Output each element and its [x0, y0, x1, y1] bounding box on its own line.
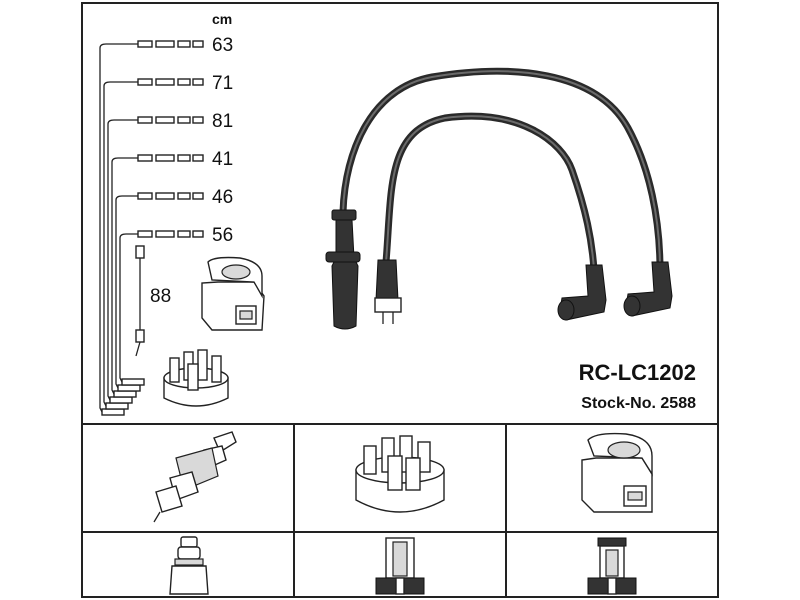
unit-label: cm — [212, 11, 232, 27]
lead-end-terminal — [121, 378, 145, 386]
lead-end-terminal — [109, 396, 133, 404]
lead-connector — [177, 230, 191, 238]
straight-plug-boot — [325, 209, 361, 330]
cable-set-illustration — [325, 67, 673, 330]
lead-line — [115, 195, 138, 389]
lead-connector — [137, 40, 153, 48]
lead-connector — [177, 78, 191, 86]
lead-length-5: 46 — [212, 187, 233, 208]
lead-connector — [137, 192, 153, 200]
lead-connector — [192, 154, 204, 162]
lead-schematic: cm 63 71 81 41 46 56 88 — [99, 11, 265, 416]
lead-end-terminal — [101, 408, 125, 416]
small-distributor-cap-icon — [163, 349, 229, 407]
lead-connector — [137, 154, 153, 162]
lead-length-6: 56 — [212, 225, 233, 246]
lead-length-2: 71 — [212, 73, 233, 94]
lead-length-4: 41 — [212, 149, 233, 170]
lead-connector — [192, 192, 204, 200]
cap-terminal-icon — [375, 537, 425, 595]
lead-connector — [192, 116, 204, 124]
lead-line — [103, 81, 138, 407]
angled-boot-right — [623, 261, 673, 317]
lead-connector — [137, 230, 153, 238]
distributor-cap-icon — [355, 435, 445, 513]
ignition-coil-icon — [581, 432, 653, 513]
lead-connector — [177, 192, 191, 200]
product-code: RC-LC1202 — [579, 360, 696, 385]
lead-end-terminal — [113, 390, 137, 398]
distributor-end-boot — [374, 259, 402, 324]
lead-length-7: 88 — [150, 286, 171, 307]
lead-connector — [155, 154, 175, 162]
lead-connector — [155, 116, 175, 124]
lead-connector — [155, 78, 175, 86]
lead-connector — [177, 116, 191, 124]
lead-connector — [177, 154, 191, 162]
lead-lines — [99, 40, 204, 416]
threaded-terminal-icon — [169, 536, 209, 595]
lead-connector — [192, 230, 204, 238]
coil-terminal-icon — [587, 537, 637, 595]
compatibility-panel-frame — [81, 423, 719, 598]
lead-end-terminal — [105, 402, 129, 410]
lead-connector — [137, 116, 153, 124]
lead-connector — [155, 40, 175, 48]
lead-line — [99, 43, 138, 413]
coil-lead — [135, 245, 145, 357]
lead-line — [111, 157, 138, 395]
lead-connector — [137, 78, 153, 86]
lead-length-1: 63 — [212, 35, 233, 56]
spark-plug-icon — [153, 431, 237, 523]
lead-connector — [155, 230, 175, 238]
lead-end-terminal — [117, 384, 141, 392]
lead-connector — [192, 40, 204, 48]
small-ignition-coil-icon — [201, 256, 265, 331]
lead-connector — [192, 78, 204, 86]
stock-number: Stock-No. 2588 — [581, 395, 696, 412]
lead-length-3: 81 — [212, 111, 233, 132]
lead-connector — [155, 192, 175, 200]
angled-boot-left — [557, 264, 607, 321]
lead-line — [119, 233, 138, 383]
lead-line — [107, 119, 138, 401]
lead-connector — [177, 40, 191, 48]
